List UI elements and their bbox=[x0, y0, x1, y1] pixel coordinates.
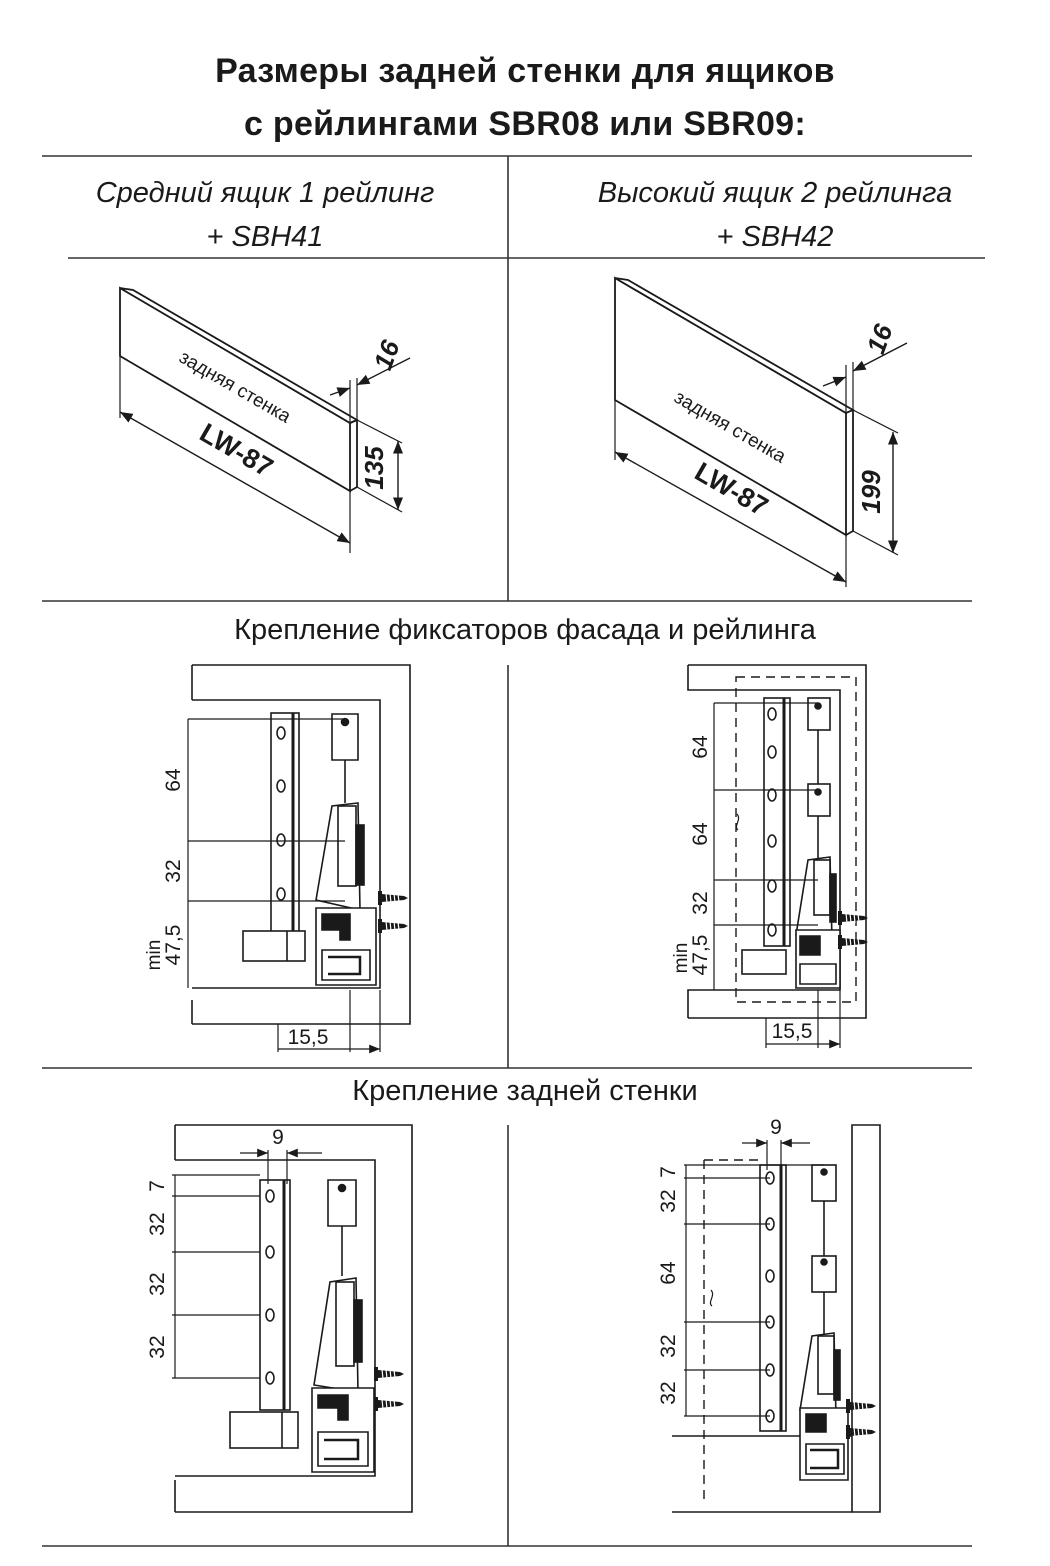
back-right-drawing bbox=[672, 1124, 881, 1513]
back-right-dim-9: 9 bbox=[770, 1116, 782, 1139]
back-panel-low bbox=[119, 286, 411, 553]
title-line-1: Размеры задней стенки для ящиков bbox=[215, 52, 835, 90]
back-right-dim-32-b: 32 bbox=[657, 1334, 680, 1357]
column-right-heading-1: Высокий ящик 2 рейлинга bbox=[597, 177, 953, 209]
panel-low-thickness: 16 bbox=[368, 336, 406, 374]
facade-left-dim-47-5: 47,5 bbox=[162, 925, 185, 966]
back-right-dim-64: 64 bbox=[657, 1261, 680, 1285]
section-facade-title: Крепление фиксаторов фасада и рейлинга bbox=[234, 614, 816, 646]
facade-right-dim-min: min bbox=[671, 943, 692, 974]
grid-lines bbox=[42, 155, 985, 1547]
facade-right-dim-15-5: 15,5 bbox=[772, 1020, 813, 1043]
column-right-heading-2: + SBH42 bbox=[716, 221, 834, 253]
facade-left-dim-min: min bbox=[144, 940, 165, 971]
facade-right-dim-47-5: 47,5 bbox=[689, 935, 712, 976]
column-left-heading-2: + SBH41 bbox=[206, 221, 324, 253]
facade-left-dim-64: 64 bbox=[162, 768, 185, 792]
panel-high-thickness: 16 bbox=[861, 320, 899, 358]
panel-low-height: 135 bbox=[359, 446, 389, 490]
facade-left-dim-32: 32 bbox=[162, 859, 185, 882]
back-left-dim-32-b: 32 bbox=[146, 1272, 169, 1295]
facade-left-dim-15-5: 15,5 bbox=[288, 1026, 329, 1049]
back-left-drawing bbox=[172, 1124, 413, 1513]
facade-right-dim-32: 32 bbox=[689, 891, 712, 914]
back-left-dim-7: 7 bbox=[146, 1180, 169, 1192]
back-left-dim-9: 9 bbox=[272, 1126, 284, 1149]
back-left-dim-32-c: 32 bbox=[146, 1335, 169, 1358]
back-right-dim-32-a: 32 bbox=[657, 1189, 680, 1212]
facade-right-dim-64-b: 64 bbox=[689, 822, 712, 846]
facade-left-drawing bbox=[187, 664, 411, 1054]
facade-right-drawing bbox=[687, 664, 867, 1049]
back-right-dim-32-c: 32 bbox=[657, 1381, 680, 1404]
back-right-dim-7: 7 bbox=[657, 1166, 680, 1178]
section-back-title: Крепление задней стенки bbox=[352, 1075, 698, 1107]
back-left-dim-32-a: 32 bbox=[146, 1212, 169, 1235]
title-line-2: с рейлингами SBR08 или SBR09: bbox=[243, 105, 807, 143]
facade-right-dim-64-a: 64 bbox=[689, 735, 712, 759]
back-panel-high bbox=[614, 276, 908, 587]
panel-high-height: 199 bbox=[856, 470, 886, 514]
column-left-heading-1: Средний ящик 1 рейлинг bbox=[95, 177, 435, 209]
